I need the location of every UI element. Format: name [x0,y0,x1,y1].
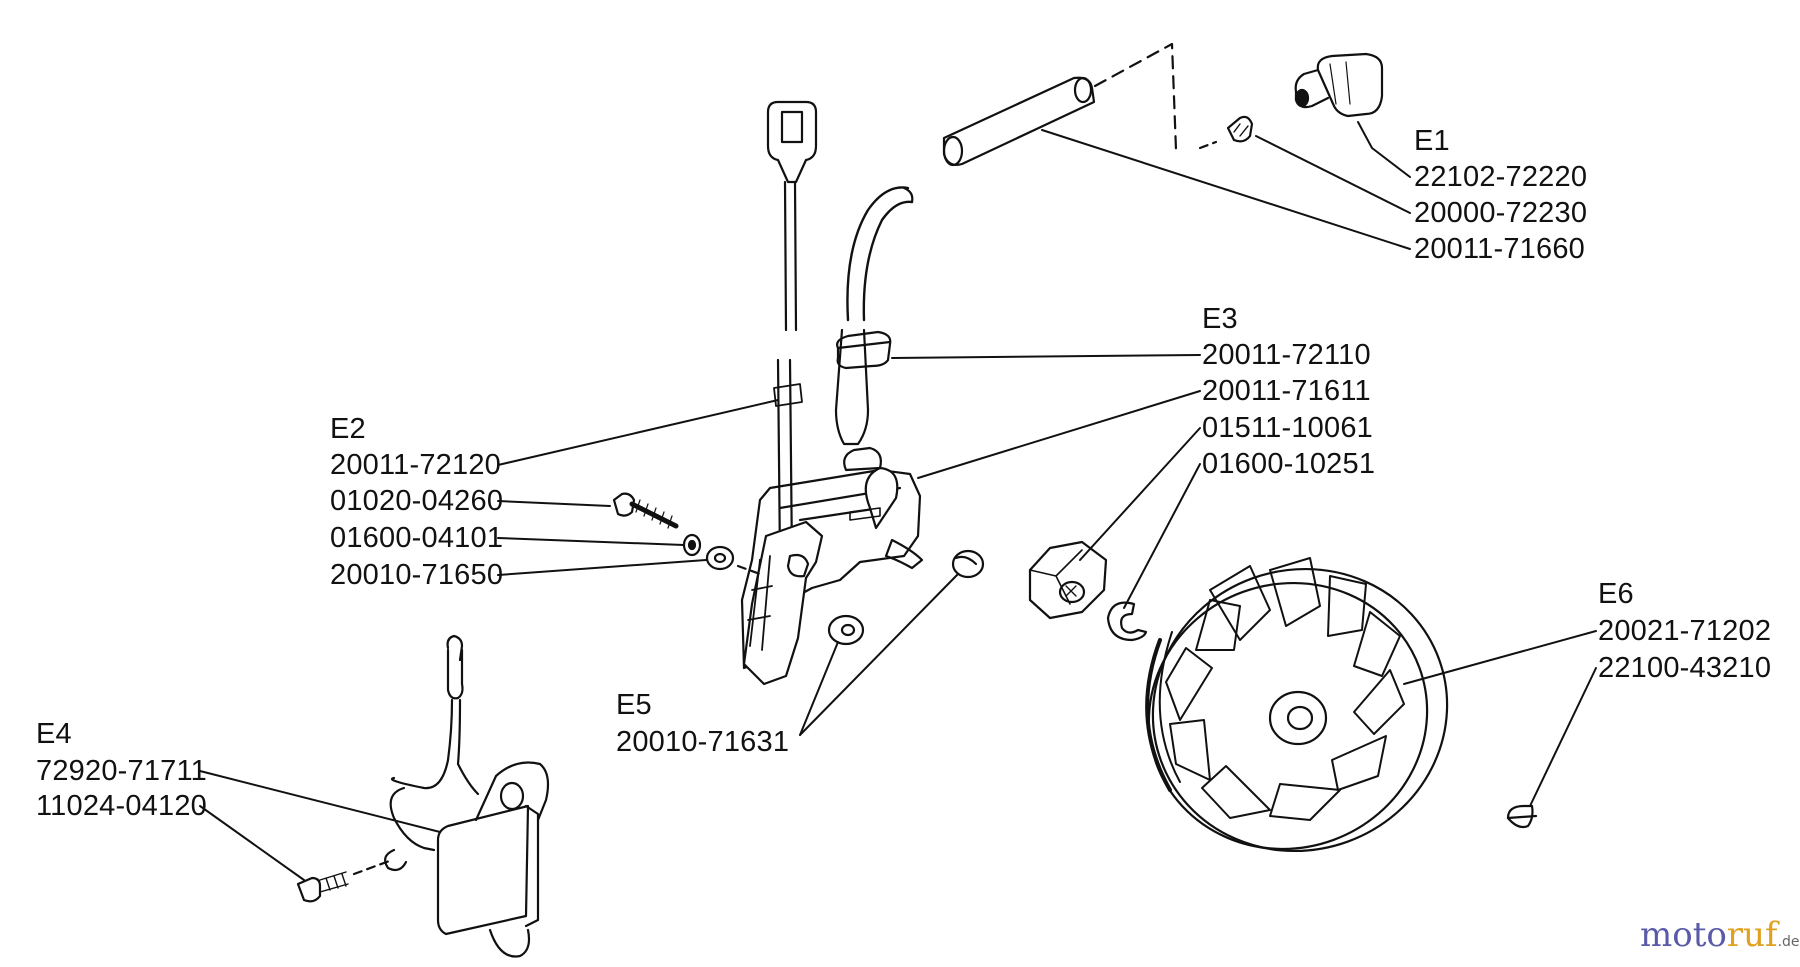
leader-e2-20011-72120 [497,399,779,466]
dashed-assembly-line-e4 [352,858,394,876]
watermark-part-2: ruf [1726,915,1778,955]
part-number-e2-1: 20011-72120 [330,449,501,481]
dashed-assembly-line-e1 [1093,42,1178,152]
group-label-e6: E6 [1598,578,1634,610]
leader-e2-01600-04101 [497,537,685,546]
leader-e4-11024-04120 [199,805,305,881]
part-number-e1-1: 22102-72220 [1414,161,1588,193]
leader-e6-22100-43210 [1529,667,1597,807]
part-number-e3-1: 20011-72110 [1202,339,1371,371]
part-number-e2-2: 01020-04260 [330,485,504,517]
watermark-logo: motoruf.de [1640,918,1800,952]
leader-e2-20010-71650 [497,559,707,576]
throttle-cable [766,100,818,562]
part-number-e2-4: 20010-71650 [330,559,504,591]
part-number-e5-1: 20010-71631 [616,726,790,758]
group-label-e2: E2 [330,413,366,445]
part-number-e3-4: 01600-10251 [1202,448,1376,480]
watermark-part-1: moto [1640,915,1727,955]
part-number-e4-2: 11024-04120 [36,790,207,822]
leader-lines [199,121,1597,881]
leader-e4-72920-71711 [199,770,441,833]
part-number-e6-1: 20021-71202 [1598,615,1772,647]
part-number-e4-1: 72920-71711 [36,755,207,787]
leader-e3-20011-72110 [891,354,1201,359]
hose-clamp [836,330,892,370]
lever-washer [705,545,735,571]
leader-e5-left [799,641,839,736]
ignition-coil [384,634,550,958]
leader-e3-01511-10061 [1079,427,1201,561]
leader-e2-01020-04260 [497,500,611,507]
hex-nut [1028,540,1108,620]
leader-e1-20011-71660 [1041,129,1411,250]
group-label-e4: E4 [36,718,72,750]
leader-e5-right [799,573,959,736]
group-label-e3: E3 [1202,303,1238,335]
leader-e6-20021-71202 [1403,630,1597,685]
part-number-e6-2: 22100-43210 [1598,652,1772,684]
leader-e1-20000-72230 [1255,135,1411,214]
small-washer [682,533,702,557]
lock-washer [1106,601,1148,642]
dashed-assembly-line-e2 [736,564,762,576]
flywheel-fins [1165,557,1405,821]
part-number-e3-3: 01511-10061 [1202,412,1373,444]
fuel-line [834,186,914,446]
ignition-tube [942,76,1096,167]
spark-plug-boot [1294,52,1384,118]
coil-screw [296,871,349,903]
throttle-screw [612,492,679,529]
part-number-e2-3: 01600-04101 [330,522,504,554]
flywheel [1145,557,1449,853]
part-number-e3-2: 20011-71611 [1202,375,1371,407]
grommet-right [951,549,985,579]
leader-e3-20011-71611 [917,390,1201,479]
part-number-e1-2: 20000-72230 [1414,197,1588,229]
leader-e3-01600-10251 [1123,463,1201,609]
woodruff-key [1506,804,1538,829]
throttle-lever [742,520,824,686]
watermark-part-3: .de [1777,934,1800,950]
grommet-left [827,614,865,646]
group-label-e1: E1 [1414,125,1450,157]
terminal-clip [1198,115,1254,150]
group-label-e5: E5 [616,689,652,721]
part-number-e1-3: 20011-71660 [1414,233,1585,265]
leader-e1-22102-72220 [1357,121,1411,178]
